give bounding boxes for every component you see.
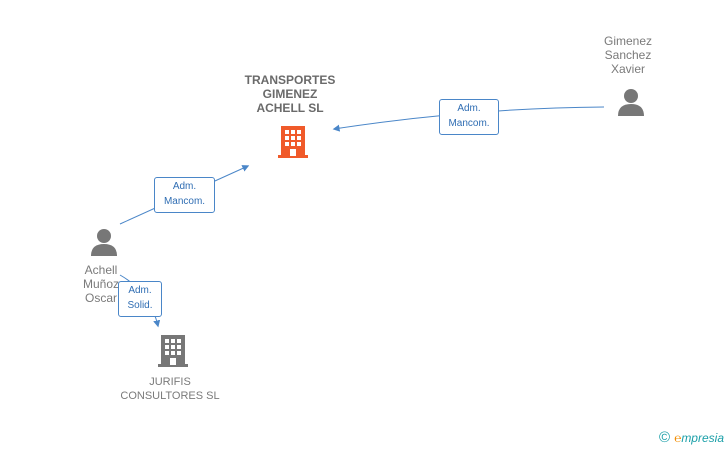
relation-label-oscar-jurifis[interactable]: Adm. Solid. xyxy=(118,281,162,317)
brand-logo: © ℮mpresia xyxy=(659,429,724,446)
person-xavier-label: Gimenez Sanchez Xavier xyxy=(603,34,653,76)
relation-label-xavier[interactable]: Adm. Mancom. xyxy=(439,99,499,135)
copyright-icon: © xyxy=(659,429,671,446)
person-icon[interactable] xyxy=(89,228,119,256)
company-main-label: TRANSPORTES GIMENEZ ACHELL SL xyxy=(244,73,336,115)
person-icon[interactable] xyxy=(616,88,646,116)
person-oscar-label: Achell Muñoz Oscar xyxy=(82,263,120,305)
brand-name: ℮mpresia xyxy=(674,430,724,445)
building-icon[interactable] xyxy=(277,125,309,159)
company-jurifis-label: JURIFIS CONSULTORES SL xyxy=(120,376,220,402)
relation-label-oscar-main[interactable]: Adm. Mancom. xyxy=(154,177,215,213)
building-icon[interactable] xyxy=(157,334,189,368)
